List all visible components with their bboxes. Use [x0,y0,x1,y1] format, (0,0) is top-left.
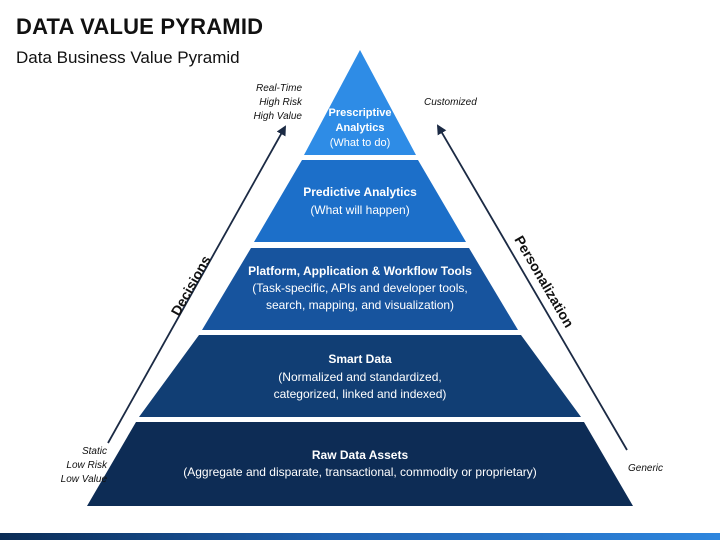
right-top-note: Customized [424,97,477,108]
left-bottom-note-1: Static [82,446,107,457]
raw-data-description: (Aggregate and disparate, transactional,… [183,465,537,479]
left-bottom-note-3: Low Value [61,474,108,485]
platform-title: Platform, Application & Workflow Tools [248,264,472,278]
personalization-label: Personalization [511,233,577,330]
pyramid-level-platform [202,248,518,330]
left-top-note-3: High Value [253,111,302,122]
platform-description-line1: (Task-specific, APIs and developer tools… [252,281,467,295]
right-bottom-note: Generic [628,463,663,474]
prescriptive-title: Prescriptive [329,107,392,119]
predictive-description: (What will happen) [310,203,409,217]
bottom-accent-bar [0,533,720,540]
pyramid-level-smart-data [139,335,581,417]
smart-data-description-line2: categorized, linked and indexed) [274,387,447,401]
prescriptive-title-line2: Analytics [336,122,385,134]
page-title: DATA VALUE PYRAMID [16,14,264,39]
pyramid-level-raw-data [87,422,633,506]
smart-data-title: Smart Data [328,352,392,366]
pyramid-level-predictive [254,160,466,242]
left-top-note-2: High Risk [259,97,303,108]
personalization-arrow [436,124,628,451]
pyramid-level-prescriptive [304,50,416,155]
raw-data-title: Raw Data Assets [312,448,409,462]
decisions-arrow [107,125,286,444]
left-bottom-note-2: Low Risk [66,460,108,471]
predictive-title: Predictive Analytics [303,185,417,199]
platform-description-line2: search, mapping, and visualization) [266,298,454,312]
decisions-label: Decisions [168,253,214,319]
smart-data-description-line1: (Normalized and standardized, [278,370,441,384]
page-subtitle: Data Business Value Pyramid [16,48,240,67]
left-top-note-1: Real-Time [256,83,302,94]
prescriptive-description: (What to do) [330,137,391,149]
